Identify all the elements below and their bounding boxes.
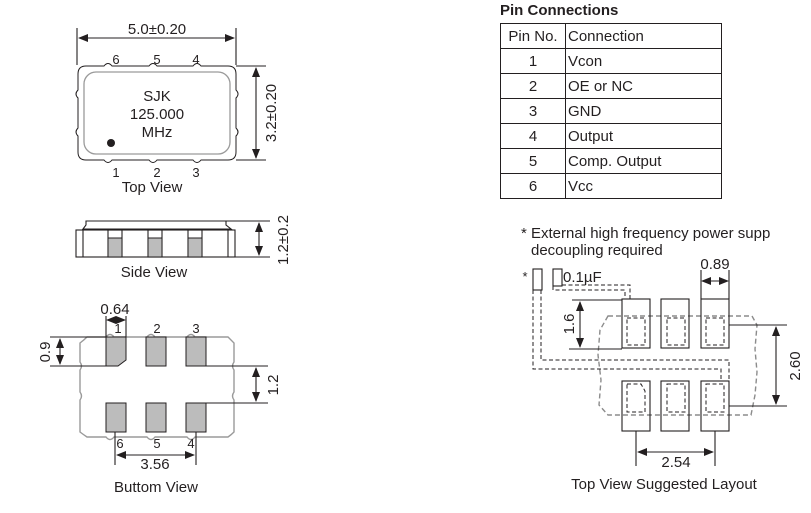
bottom-view-caption: Buttom View (114, 479, 198, 496)
table-row: 6 Vcc (500, 173, 722, 199)
pin-label: 3 (192, 165, 199, 180)
pin-label: 4 (192, 52, 199, 67)
pad-footprint (626, 317, 646, 346)
side-view: 1.2±0.2 Side View (75, 215, 292, 281)
pin-connection: Output (565, 123, 722, 149)
capacitor-pad (532, 268, 543, 291)
top-view-caption: Top View (122, 179, 183, 196)
pad-footprint (705, 383, 725, 413)
bottom-view: 1 2 3 6 5 4 0.64 0.9 1.2 3.56 Buttom Vie… (37, 301, 282, 496)
note-line-2: decoupling required (531, 242, 663, 259)
star-marker: * (522, 269, 527, 284)
terminal-pad (147, 237, 163, 258)
land-pad (660, 298, 690, 349)
table-row: 2 OE or NC (500, 73, 722, 99)
land-pad (621, 380, 651, 432)
pad-pin-6 (105, 402, 127, 433)
pin-connection: Vcon (565, 48, 722, 74)
pin-label: 6 (112, 52, 119, 67)
marking-line-2: 125.000 (130, 106, 184, 123)
pad-footprint (666, 317, 686, 346)
land-pad (660, 380, 690, 432)
pad-length-label: 1.6 (561, 314, 578, 335)
pin-label: 5 (153, 52, 160, 67)
pad-pin-5 (145, 402, 167, 433)
pin-label: 5 (153, 436, 160, 451)
pad-width-label: 0.64 (100, 301, 129, 318)
land-pad (700, 298, 730, 349)
trace-dashed (532, 290, 722, 380)
decoupling-note: * External high frequency power supp dec… (521, 225, 770, 259)
layout-caption: Top View Suggested Layout (571, 476, 758, 493)
pin-connection: Vcc (565, 173, 722, 199)
pin-label: 1 (112, 165, 119, 180)
pad-width-label: 0.89 (700, 256, 729, 273)
pad-pin-3 (185, 336, 207, 367)
terminal-pad (187, 237, 203, 258)
header-connection: Connection (565, 23, 722, 49)
pad-footprint (705, 317, 725, 346)
width-dimension-label: 5.0±0.20 (128, 21, 186, 38)
trace-dashed (552, 286, 626, 299)
note-line-1: * External high frequency power supp (521, 225, 771, 242)
trace-dashed (562, 284, 631, 299)
header-pin-no: Pin No. (500, 23, 566, 49)
package-outline (75, 63, 239, 163)
pad-footprint (666, 383, 686, 413)
lid-profile (81, 220, 233, 230)
pin-label: 4 (187, 436, 194, 451)
pitch-span-label: 3.56 (140, 456, 169, 473)
table-row: 3 GND (500, 98, 722, 124)
land-pad (621, 298, 651, 349)
marking-line-3: MHz (142, 124, 173, 141)
pin1-dot-icon (107, 139, 115, 147)
pin-connection: Comp. Output (565, 148, 722, 174)
pin-label: 1 (114, 321, 121, 336)
pad-height-label: 0.9 (37, 342, 54, 363)
pin-label: 3 (192, 321, 199, 336)
pin-connections-table: Pin No. Connection 1 Vcon 2 OE or NC 3 G… (500, 23, 722, 199)
pin-connection: OE or NC (565, 73, 722, 99)
side-view-caption: Side View (121, 264, 188, 281)
table-row: 5 Comp. Output (500, 148, 722, 174)
pin-number: 1 (500, 48, 566, 74)
capacitor-label: 0.1µF (563, 269, 602, 286)
marking-line-1: SJK (143, 88, 171, 105)
pad-gap-label: 1.2 (265, 375, 282, 396)
pin-label: 6 (116, 436, 123, 451)
pin-label: 2 (153, 165, 160, 180)
table-row: 4 Output (500, 123, 722, 149)
pitch-span-label: 2.54 (661, 454, 690, 471)
table-header-row: Pin No. Connection (500, 23, 722, 49)
pad-pin-4 (185, 402, 207, 433)
suggested-layout: * 0.1µF 0.89 1.6 (522, 256, 804, 493)
pin-number: 2 (500, 73, 566, 99)
pad-pin-2 (145, 336, 167, 367)
pin-connection: GND (565, 98, 722, 124)
land-pad (700, 380, 730, 432)
pin-number: 3 (500, 98, 566, 124)
pad-pin-1 (105, 336, 127, 367)
pad-footprint (626, 383, 646, 413)
row-span-label: 2.60 (787, 351, 804, 380)
lid-outline (83, 71, 231, 155)
trace-dashed (540, 290, 730, 380)
pin-connections-title: Pin Connections (500, 2, 619, 19)
pin-number: 5 (500, 148, 566, 174)
pin-label: 2 (153, 321, 160, 336)
capacitor-pad (552, 268, 563, 287)
height-dimension-label: 3.2±0.20 (263, 84, 280, 142)
terminal-pad (107, 237, 123, 258)
side-height-label: 1.2±0.2 (275, 215, 292, 265)
table-row: 1 Vcon (500, 48, 722, 74)
pin-number: 6 (500, 173, 566, 199)
top-view: 5.0±0.20 SJK 125.000 MHz 6 5 4 1 2 3 Top… (75, 21, 280, 196)
